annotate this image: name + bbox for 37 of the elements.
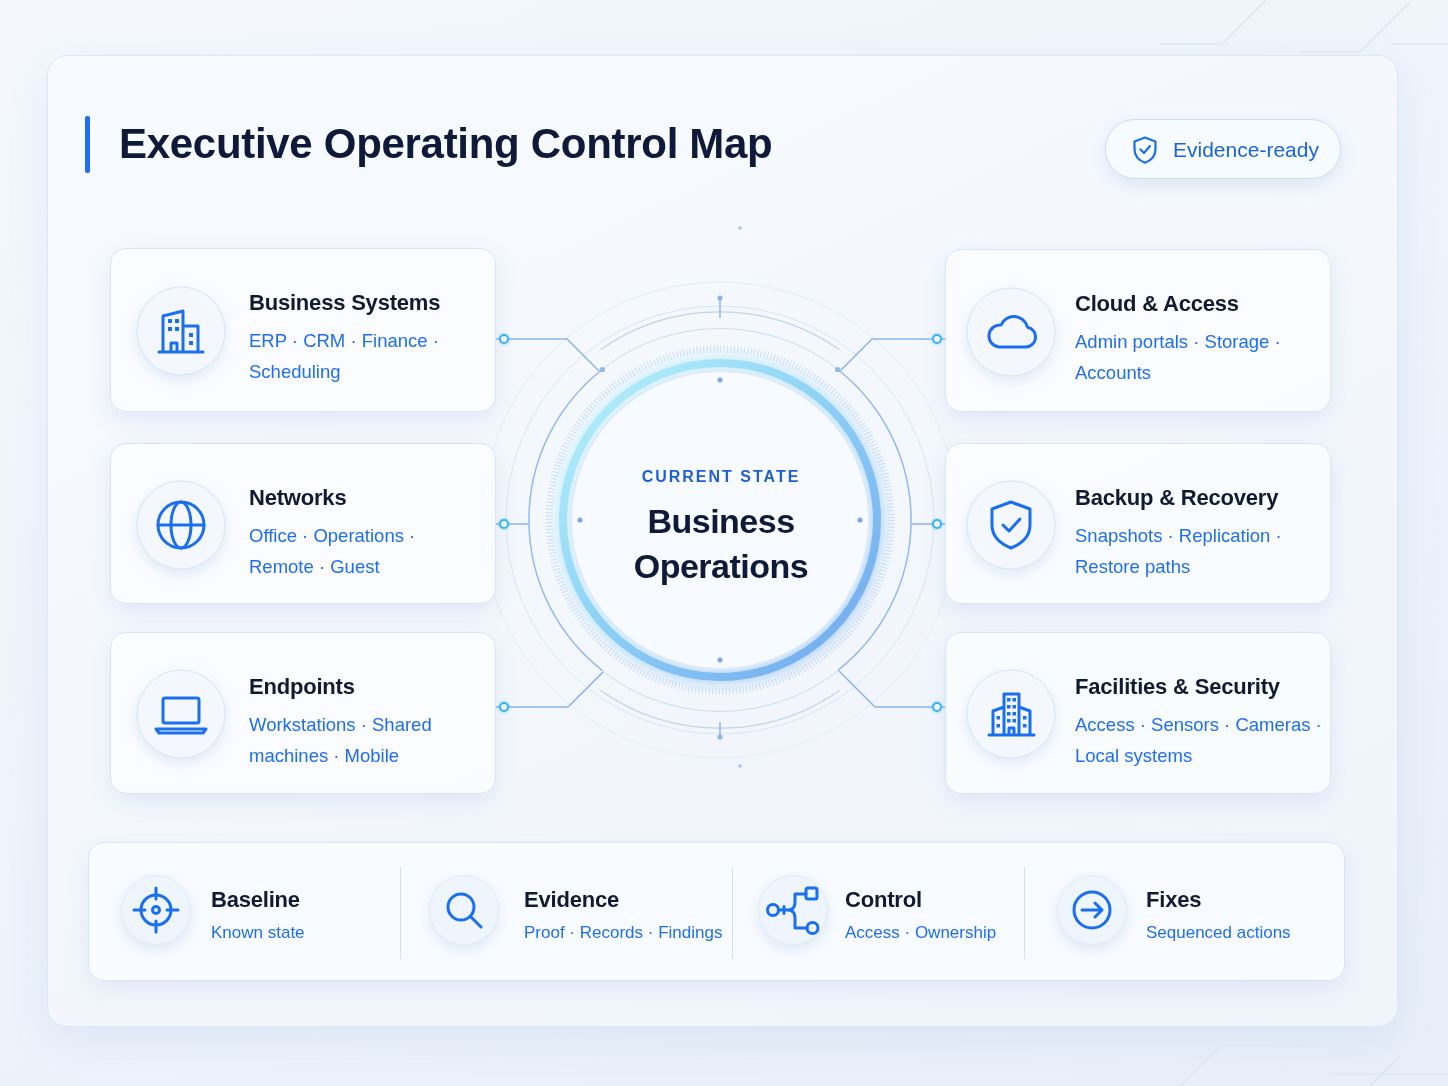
item-subtitle: Access · Ownership [845, 922, 997, 944]
connector-line [839, 331, 946, 372]
connector-line [838, 670, 946, 715]
item-title: Evidence [524, 886, 619, 914]
category-card [110, 632, 496, 794]
hub-eyebrow: CURRENT STATE [640, 467, 802, 487]
card-subtitle: Admin portals · Storage · Accounts [1075, 330, 1282, 385]
card-title: Endpoints [249, 673, 355, 701]
connector-line [495, 331, 600, 372]
category-card [945, 249, 1331, 412]
status-label: Evidence-ready [1173, 137, 1319, 163]
card-subtitle: Snapshots · Replication · Restore paths [1075, 524, 1283, 579]
category-card [945, 443, 1331, 604]
card-subtitle: Office · Operations · Remote · Guest [249, 524, 417, 579]
item-title: Control [845, 886, 922, 914]
connector-line [495, 671, 604, 715]
category-card [945, 632, 1331, 794]
card-title: Business Systems [249, 289, 441, 317]
category-card [110, 248, 496, 412]
connector-line [495, 516, 529, 532]
connector-line [911, 516, 946, 532]
card-subtitle: Workstations · Shared machines · Mobile [249, 713, 433, 768]
item-title: Fixes [1146, 886, 1202, 914]
card-subtitle: Access · Sensors · Cameras · Local systems [1075, 713, 1323, 768]
item-subtitle: Known state [211, 922, 305, 944]
item-title: Baseline [211, 886, 300, 914]
hub-title: Business Operations [632, 501, 810, 587]
card-subtitle: ERP · CRM · Finance · Scheduling [249, 329, 440, 384]
card-title: Networks [249, 484, 347, 512]
category-card [110, 443, 496, 604]
page-title: Executive Operating Control Map [119, 119, 773, 169]
item-subtitle: Proof · Records · Findings [524, 922, 723, 944]
card-title: Facilities & Security [1075, 673, 1280, 701]
summary-bar [88, 842, 1345, 981]
card-title: Cloud & Access [1075, 290, 1239, 318]
card-title: Backup & Recovery [1075, 484, 1279, 512]
item-subtitle: Sequenced actions [1146, 922, 1291, 944]
